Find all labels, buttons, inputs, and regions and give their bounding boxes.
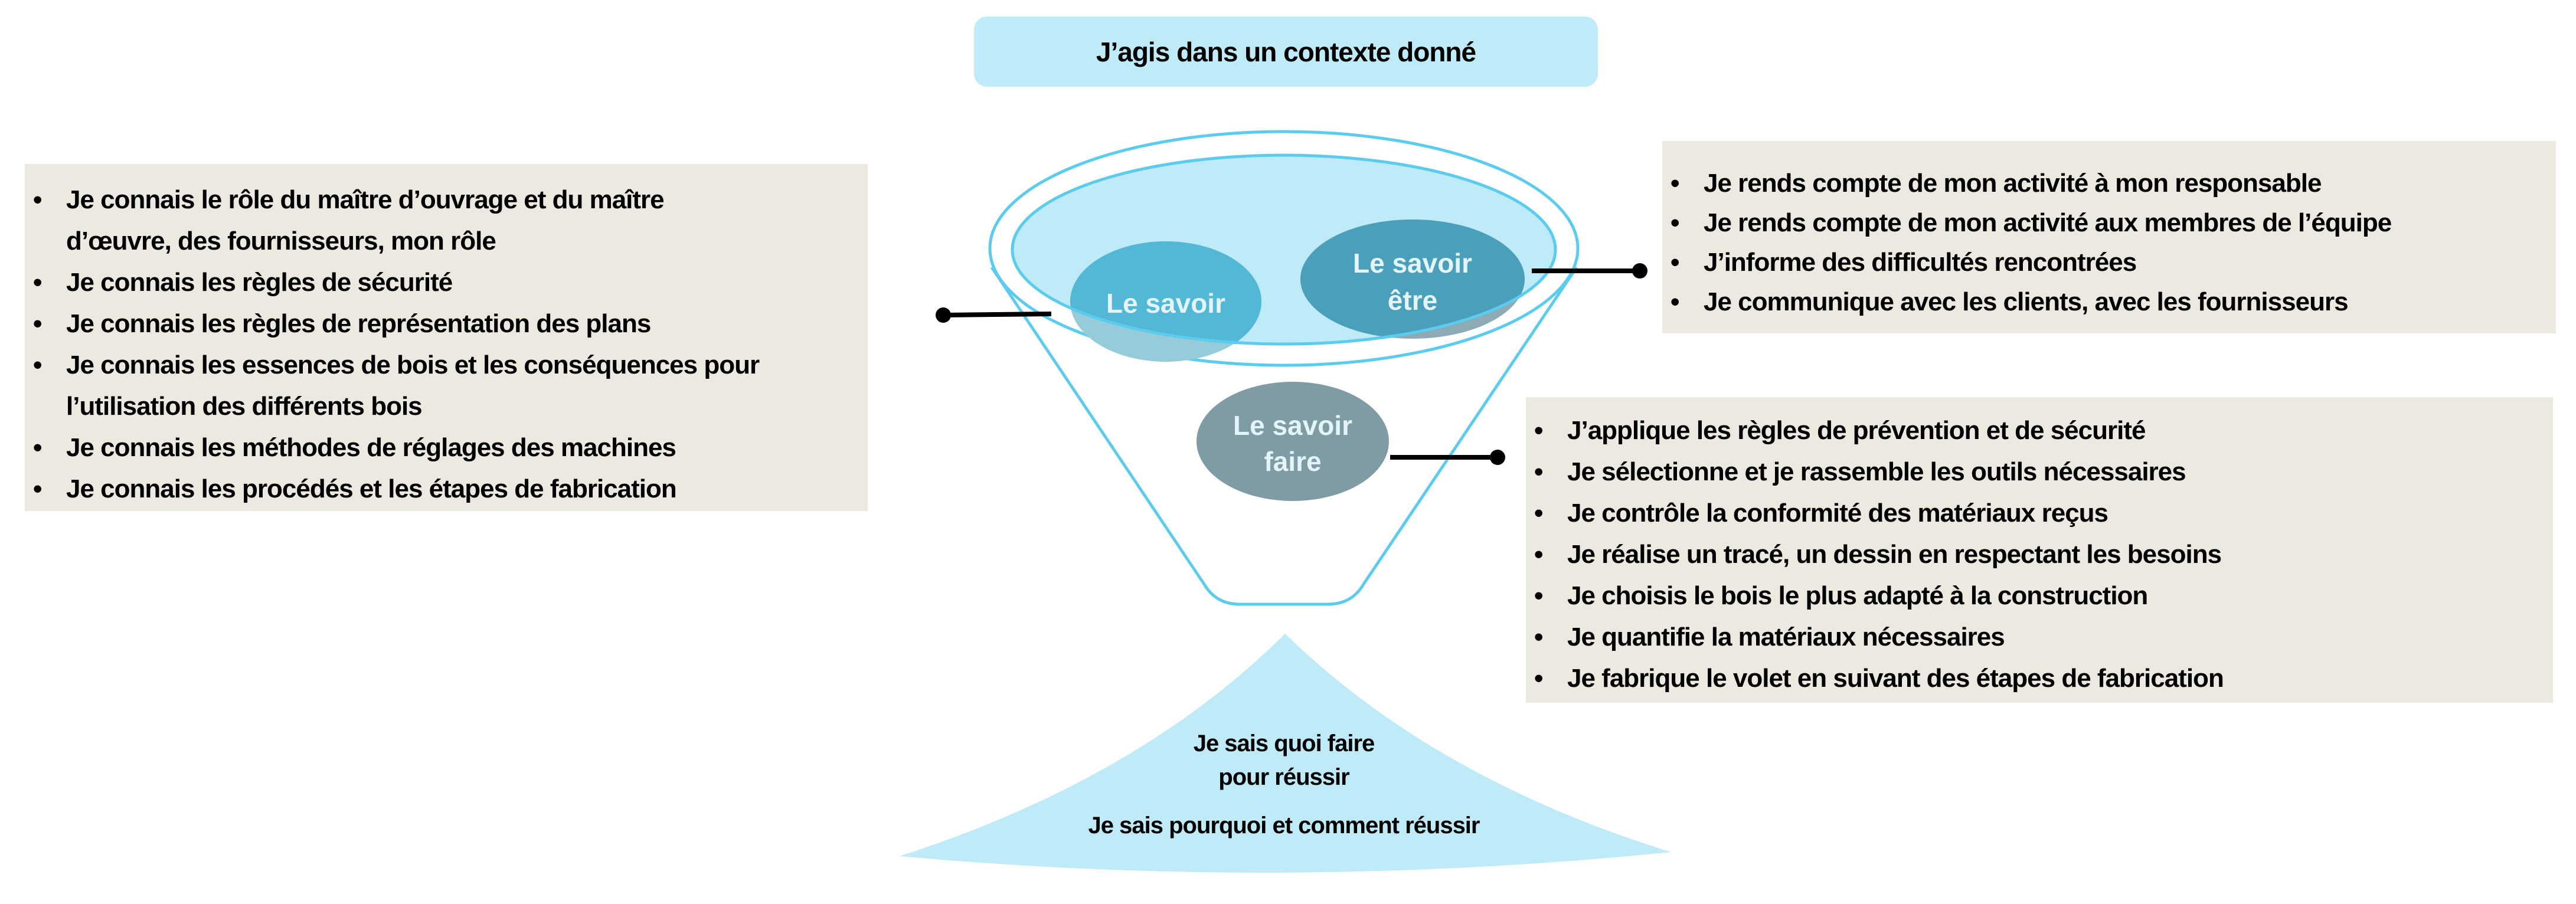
- list-item: J’informe des difficultés rencontrées: [1662, 243, 2556, 282]
- result-line-1: Je sais quoi faire: [1194, 731, 1375, 756]
- list-item: Je connais les essences de bois et les c…: [25, 345, 857, 427]
- list-item: Je quantifie la matériaux nécessaires: [1526, 617, 2553, 658]
- connector-savoir-faire: [1390, 450, 1505, 465]
- list-item: Je choisis le bois le plus adapté à la c…: [1526, 575, 2553, 617]
- savoir-box: Je connais le rôle du maître d’ouvrage e…: [25, 164, 868, 511]
- savoir-etre-label-1: Le savoir: [1353, 248, 1472, 279]
- savoir-list: Je connais le rôle du maître d’ouvrage e…: [25, 179, 868, 510]
- savoir-etre-box: Je rends compte de mon activité à mon re…: [1662, 141, 2556, 333]
- list-item: Je communique avec les clients, avec les…: [1662, 282, 2556, 322]
- context-banner: J’agis dans un contexte donné: [974, 17, 1598, 87]
- savoir-faire-box: J’applique les règles de prévention et d…: [1526, 397, 2553, 703]
- list-item: Je fabrique le volet en suivant des étap…: [1526, 658, 2553, 699]
- savoir-faire-label-2: faire: [1264, 446, 1321, 477]
- funnel-rim: [988, 130, 1580, 367]
- funnel-body: [990, 266, 1578, 606]
- result-triangle: [900, 634, 1671, 873]
- connector-savoir-etre: [1532, 263, 1647, 279]
- savoir-label: Le savoir: [1106, 288, 1225, 319]
- list-item: Je réalise un tracé, un dessin en respec…: [1526, 534, 2553, 575]
- list-item: Je rends compte de mon activité à mon re…: [1662, 163, 2556, 203]
- list-item: Je connais les règles de représentation …: [25, 303, 868, 345]
- savoir-faire-label-1: Le savoir: [1233, 410, 1352, 441]
- result-line-3: Je sais pourquoi et comment réussir: [1088, 813, 1480, 839]
- context-title: J’agis dans un contexte donné: [1096, 36, 1476, 67]
- list-item: Je connais le rôle du maître d’ouvrage e…: [25, 179, 763, 262]
- list-item: Je contrôle la conformité des matériaux …: [1526, 493, 2553, 534]
- list-item: Je connais les procédés et les étapes de…: [25, 469, 868, 510]
- connector-savoir: [936, 307, 1052, 323]
- list-item: Je connais les règles de sécurité: [25, 262, 868, 303]
- savoir-etre-list: Je rends compte de mon activité à mon re…: [1662, 163, 2556, 322]
- funnel-inner-outline: [1011, 153, 1557, 346]
- result-line-2: pour réussir: [1218, 764, 1349, 790]
- savoir-faire-ellipse: [1197, 382, 1389, 501]
- list-item: Je connais les méthodes de réglages des …: [25, 427, 868, 469]
- savoir-faire-list: J’applique les règles de prévention et d…: [1526, 410, 2553, 699]
- list-item: Je rends compte de mon activité aux memb…: [1662, 203, 2556, 243]
- savoir-etre-label-2: être: [1388, 285, 1437, 316]
- savoir-etre-ellipse: [1300, 220, 1525, 339]
- list-item: J’applique les règles de prévention et d…: [1526, 410, 2553, 451]
- list-item: Je sélectionne et je rassemble les outil…: [1526, 451, 2553, 493]
